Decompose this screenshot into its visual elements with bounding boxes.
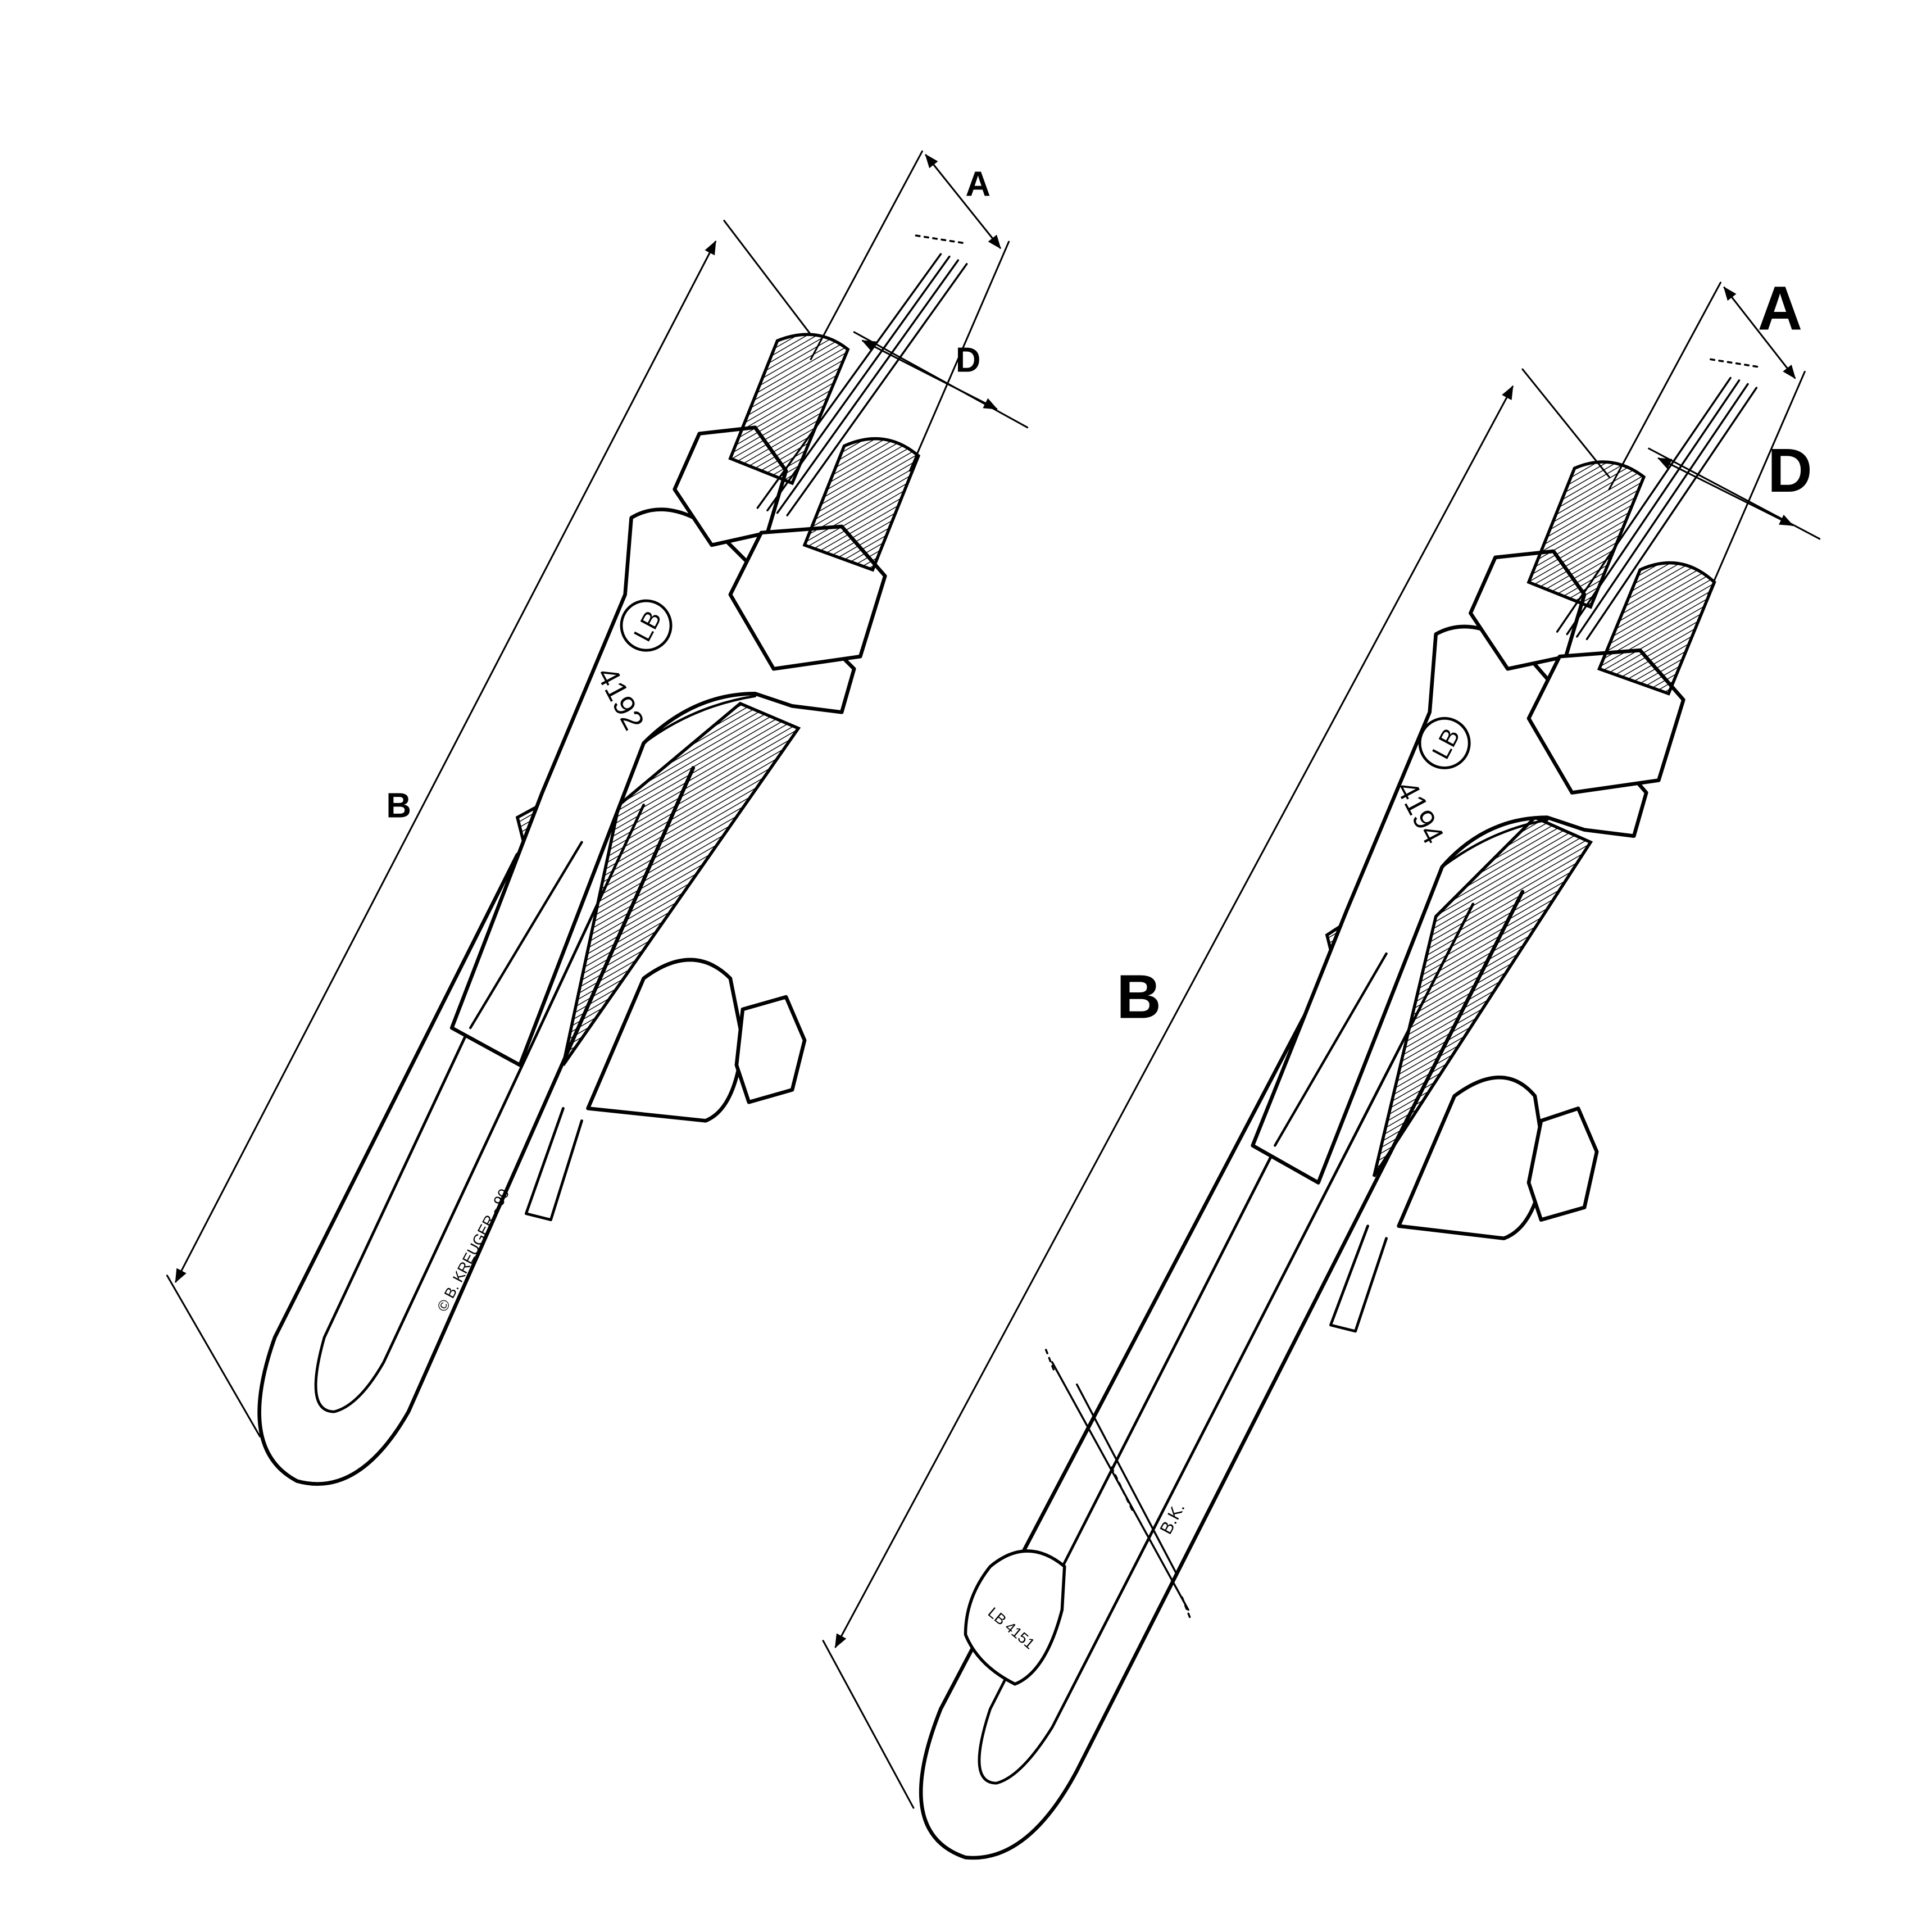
right-logo-circle xyxy=(1418,716,1471,769)
left-label-a: A xyxy=(966,165,991,204)
right-break-marks xyxy=(1044,1349,1192,1621)
right-dimension-lines xyxy=(822,282,1821,1809)
left-label-b: B xyxy=(386,787,411,826)
left-stud-front xyxy=(802,437,921,572)
left-signature: © B. KREUGER - 90 xyxy=(434,1186,512,1314)
left-dim-b-line xyxy=(175,240,716,1284)
right-stud-back xyxy=(1526,460,1646,609)
left-side-bolt xyxy=(734,995,807,1104)
right-label-a: A xyxy=(1758,274,1803,343)
right-stud-front xyxy=(1597,561,1716,696)
left-clamp-figure: A B D LB 4192 © B. KREUGER - 90 xyxy=(166,150,1029,1486)
right-dim-d-line xyxy=(1657,457,1794,527)
right-label-b: B xyxy=(1116,963,1161,1032)
right-label-d: D xyxy=(1768,436,1812,505)
right-dim-b-line xyxy=(834,385,1514,1648)
left-logo-circle xyxy=(620,599,673,652)
left-stud-back xyxy=(728,333,850,486)
left-dim-a-line xyxy=(925,153,1001,250)
right-clamp-figure: LB 4151 A B D LB 4194 B.K. xyxy=(822,274,1821,1860)
left-label-d: D xyxy=(956,341,981,379)
right-u-bolt xyxy=(919,890,1525,1860)
right-dim-a-line xyxy=(1723,286,1796,379)
right-signature: B.K. xyxy=(1156,1499,1188,1538)
right-cable-tag xyxy=(964,1549,1066,1686)
right-side-bolt xyxy=(1526,1106,1599,1222)
right-lower-bolt-tail xyxy=(1329,1224,1388,1333)
left-u-bolt xyxy=(257,766,696,1486)
